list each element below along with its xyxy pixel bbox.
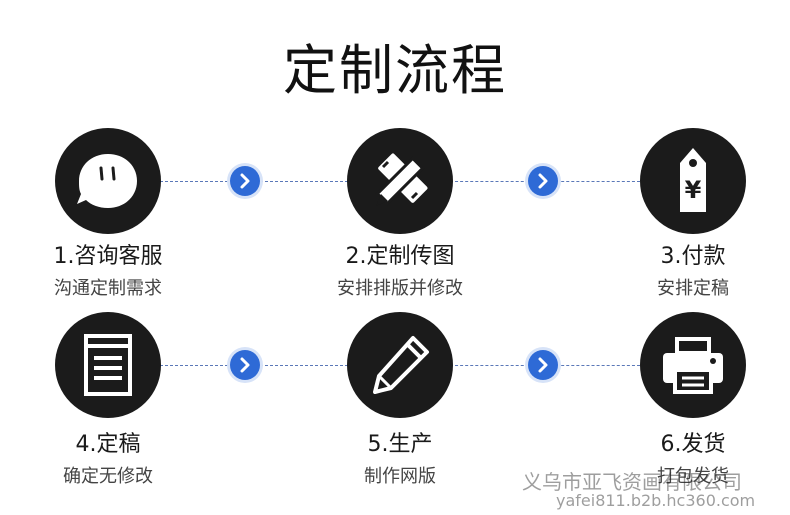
step-1-label: 1.咨询客服	[53, 244, 163, 269]
printer-icon	[663, 337, 723, 394]
step-1-circle	[55, 128, 161, 234]
pencil-icon	[373, 336, 429, 394]
step-6-desc: 打包发货	[657, 466, 729, 487]
arrow-5-6	[528, 350, 558, 380]
step-1-desc: 沟通定制需求	[54, 278, 162, 299]
step-3-label: 3.付款	[660, 244, 726, 269]
step-3-desc: 安排定稿	[657, 278, 729, 299]
chevron-right-icon	[240, 173, 250, 189]
arrow-1-2	[230, 166, 260, 196]
step-5-desc: 制作网版	[364, 466, 436, 487]
step-6-label: 6.发货	[660, 432, 726, 457]
step-2-desc: 安排排版并修改	[337, 278, 463, 299]
step-2-circle	[347, 128, 453, 234]
chat-bubble-icon	[77, 154, 137, 208]
step-2-label: 2.定制传图	[345, 244, 455, 269]
step-4-label: 4.定稿	[75, 432, 141, 457]
step-3-circle: ¥	[640, 128, 746, 234]
watermark-company: 义乌市亚飞资画有限公司	[522, 470, 742, 494]
step-4-desc: 确定无修改	[63, 466, 153, 487]
chevron-right-icon	[538, 357, 548, 373]
svg-text:¥: ¥	[685, 176, 702, 204]
chevron-right-icon	[538, 173, 548, 189]
arrow-4-5	[230, 350, 260, 380]
document-icon	[84, 334, 132, 396]
arrow-2-3	[528, 166, 558, 196]
step-5-label: 5.生产	[367, 432, 433, 457]
step-6-circle	[640, 312, 746, 418]
step-4-circle	[55, 312, 161, 418]
chevron-right-icon	[240, 357, 250, 373]
page-title: 定制流程	[283, 39, 507, 102]
yen-price-tag-icon: ¥	[680, 148, 706, 212]
step-5-circle	[347, 312, 453, 418]
pencil-ruler-icon	[375, 153, 428, 206]
watermark-url: yafei811.b2b.hc360.com	[556, 491, 756, 510]
